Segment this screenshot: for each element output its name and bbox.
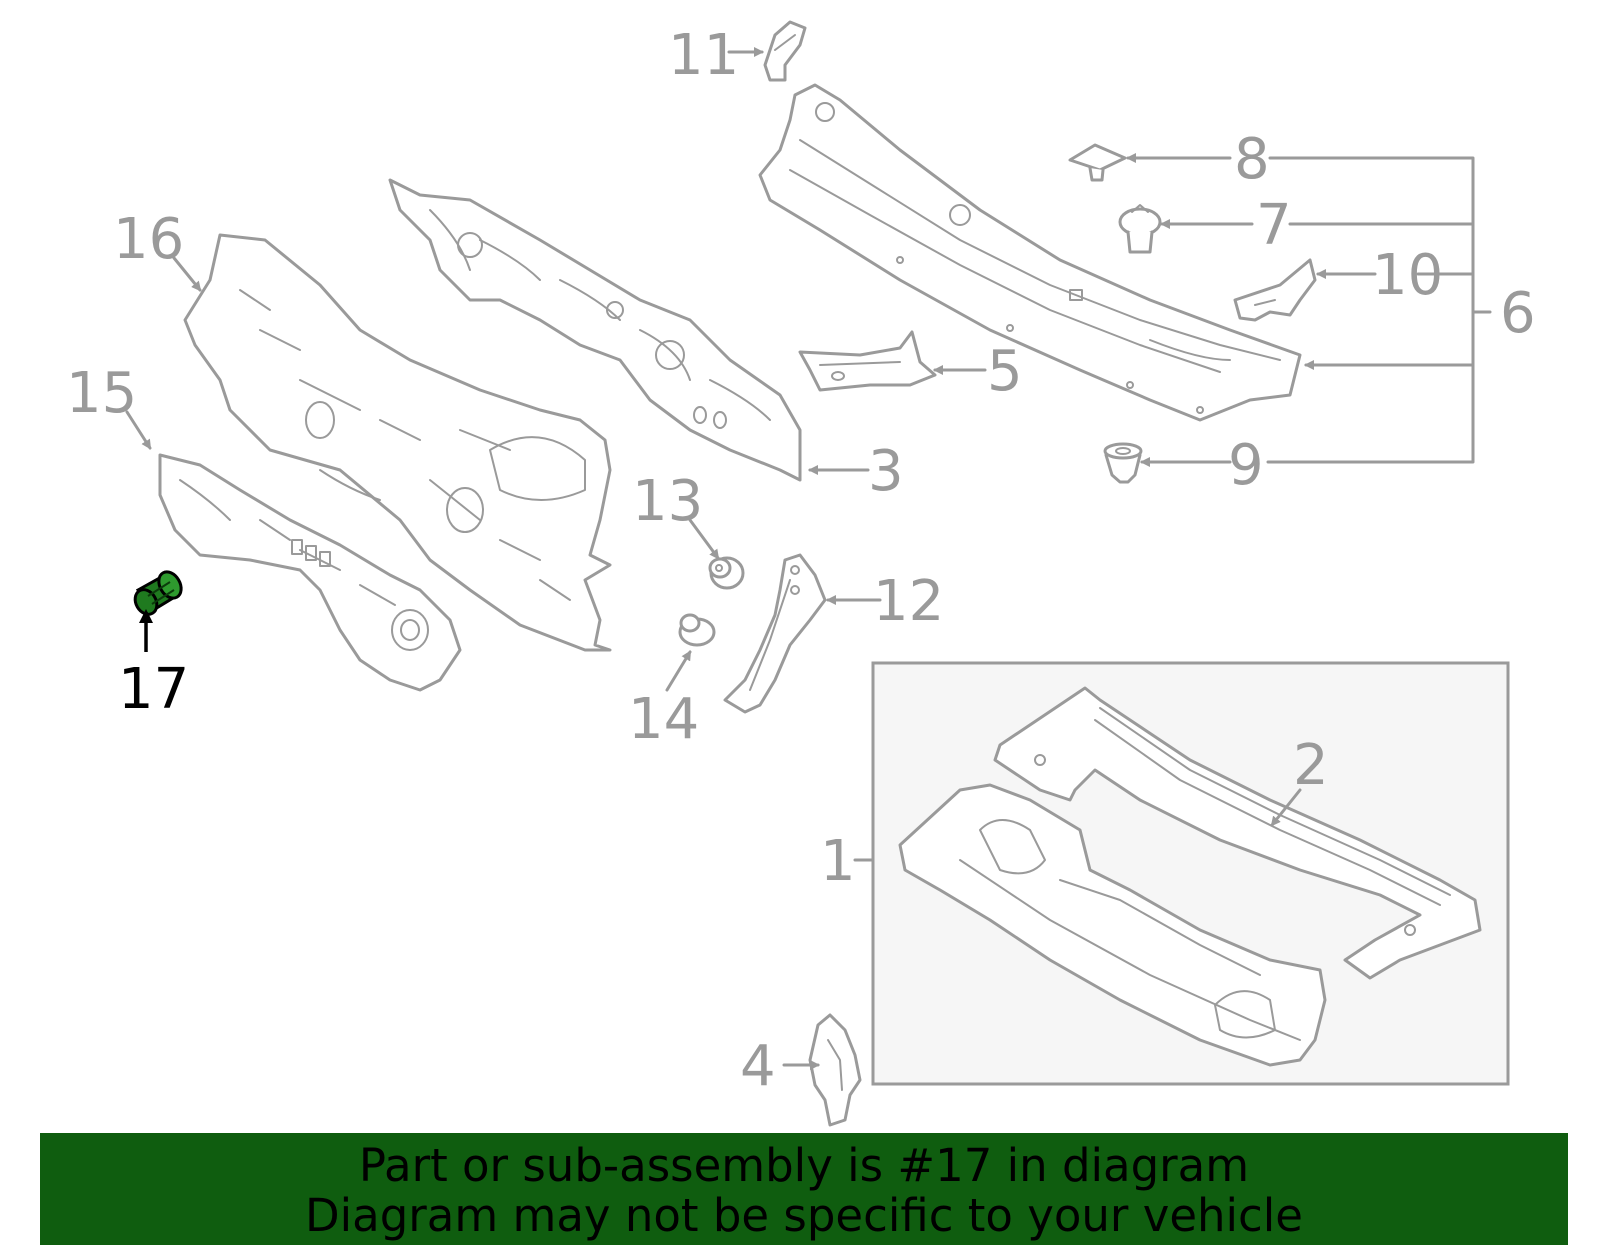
- part-12-brace: [723, 553, 827, 714]
- part-7-fastener: [1118, 204, 1162, 254]
- leader-lines: [125, 47, 1492, 1070]
- callout-15: 15: [66, 361, 137, 426]
- part-14-plug: [678, 613, 716, 647]
- part-4-bracket: [808, 1013, 862, 1127]
- callout-6: 6: [1500, 281, 1536, 346]
- callout-8: 8: [1234, 127, 1270, 192]
- callout-13: 13: [632, 469, 703, 534]
- part-10-bracket: [1233, 258, 1317, 322]
- banner-line-2: Diagram may not be specific to your vehi…: [305, 1189, 1303, 1242]
- callout-12: 12: [873, 569, 944, 634]
- callout-14: 14: [628, 687, 699, 752]
- callout-3: 3: [868, 439, 904, 504]
- callout-1: 1: [820, 829, 856, 894]
- banner-line-1: Part or sub-assembly is #17 in diagram: [358, 1139, 1250, 1192]
- part-5-bracket: [798, 330, 937, 392]
- part-1-cowl-lower: [898, 783, 1327, 1067]
- part-9-grommet: [1103, 442, 1143, 484]
- callout-11: 11: [668, 23, 739, 88]
- part-6-cowl-top: [758, 83, 1302, 422]
- callout-16: 16: [113, 207, 184, 272]
- part-16-dash-insulator: [183, 233, 612, 652]
- callout-17-highlighted: 17: [118, 657, 189, 722]
- part-13-plug: [708, 556, 745, 590]
- callout-2: 2: [1293, 733, 1329, 798]
- part-11-bracket: [763, 20, 807, 82]
- part-15-dash-lower: [158, 453, 462, 692]
- callout-10: 10: [1372, 243, 1443, 308]
- info-banner: Part or sub-assembly is #17 in diagram D…: [40, 1133, 1568, 1245]
- part-8-clip: [1068, 143, 1127, 182]
- callout-5: 5: [987, 339, 1023, 404]
- callout-4: 4: [740, 1034, 776, 1099]
- callout-9: 9: [1228, 433, 1264, 498]
- part-17-highlighted-clip: [133, 570, 183, 616]
- callout-7: 7: [1256, 193, 1292, 258]
- part-3-dash-panel: [388, 178, 802, 482]
